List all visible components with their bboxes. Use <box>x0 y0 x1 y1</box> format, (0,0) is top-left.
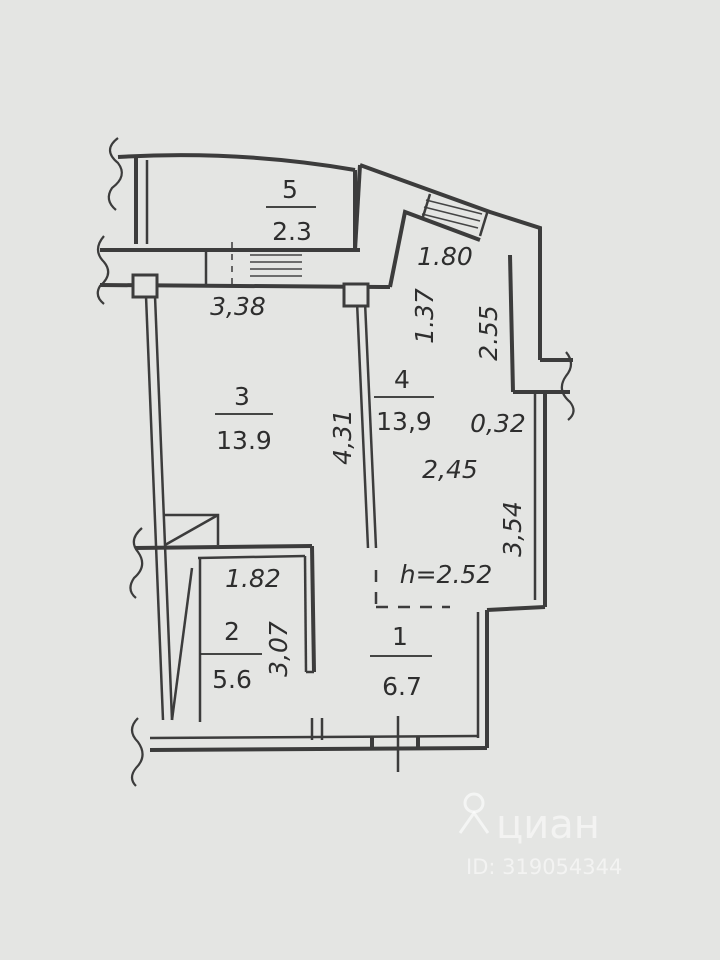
room-label-4: 4 13,9 <box>374 365 434 436</box>
dimension-labels: 3,38 1.80 2,45 0,32 1.82 h=2.52 1.37 2.5… <box>210 242 527 677</box>
room-label-2: 2 5.6 <box>200 617 262 694</box>
room-label-5: 5 2.3 <box>266 175 316 246</box>
room-4-area: 13,9 <box>376 407 432 436</box>
ceiling-height: h=2.52 <box>400 560 492 589</box>
dim-balcony-width: 3,38 <box>210 292 266 321</box>
room-1-area: 6.7 <box>382 672 422 701</box>
dim-top-right-width: 1.80 <box>417 242 473 271</box>
room-label-3: 3 13.9 <box>215 382 273 455</box>
dim-right-offset: 0,32 <box>470 409 526 438</box>
balcony-walls <box>117 153 357 250</box>
dim-right-wall-upper: 2.55 <box>474 305 503 361</box>
room-3-area: 13.9 <box>216 426 272 455</box>
right-outer-wall <box>476 393 547 748</box>
dim-top-right-depth: 1.37 <box>410 288 439 344</box>
watermark-brand: циан <box>496 802 600 848</box>
dim-bath-width: 1.82 <box>225 564 281 593</box>
watermark-logo-icon <box>458 792 490 834</box>
dim-bath-depth: 3,07 <box>264 621 293 677</box>
column-right <box>342 282 370 308</box>
watermark: циан ID: 319054344 <box>458 792 622 879</box>
dim-corridor-width: 2,45 <box>422 455 478 484</box>
room-1-number: 1 <box>392 622 408 651</box>
column-left <box>131 273 159 299</box>
bottom-outer-wall <box>149 716 488 772</box>
room-4-number: 4 <box>394 365 410 394</box>
bathroom-walls <box>134 513 316 722</box>
dim-room3-depth: 4,31 <box>328 409 357 465</box>
watermark-id: ID: 319054344 <box>466 855 622 879</box>
dim-right-wall-lower: 3,54 <box>498 501 527 557</box>
room-5-number: 5 <box>282 175 298 204</box>
room-2-number: 2 <box>224 617 240 646</box>
room-label-1: 1 6.7 <box>370 622 432 701</box>
partition-3-4 <box>355 301 378 549</box>
room-3-number: 3 <box>234 382 250 411</box>
dashed-opening <box>374 570 450 609</box>
room-4-walls <box>353 163 573 394</box>
room-3-left-wall <box>144 295 174 721</box>
room-5-area: 2.3 <box>272 217 312 246</box>
room-2-area: 5.6 <box>212 665 252 694</box>
wall-breaks <box>96 137 575 787</box>
